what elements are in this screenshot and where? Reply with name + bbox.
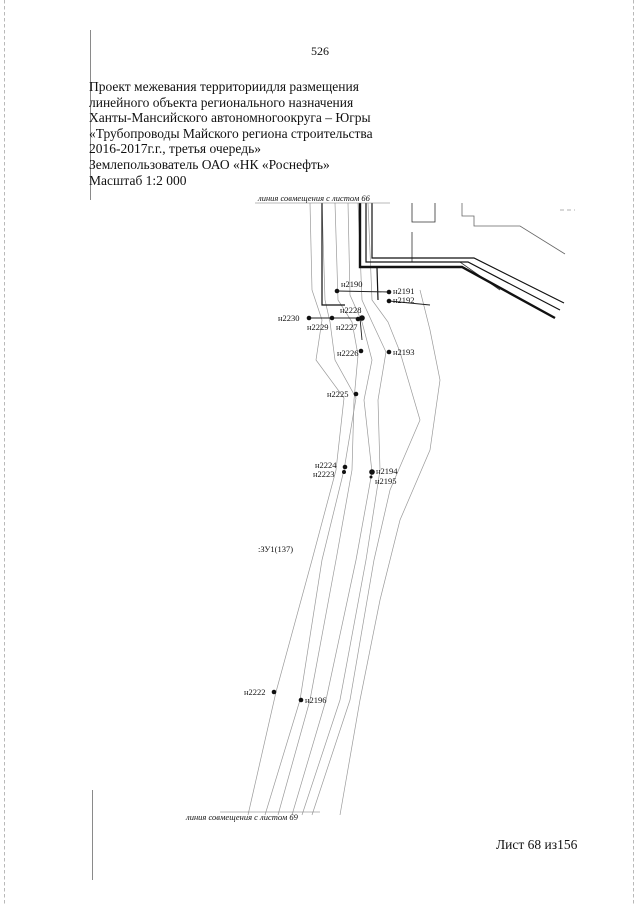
point-н2223-label: н2223: [313, 469, 335, 479]
point-н2196-marker: [298, 697, 304, 703]
point-н2228-label: н2228: [340, 305, 362, 315]
point-н2225-marker: [353, 391, 359, 397]
survey-points: н2190 н2191 н2192 н2228 н2230 н2229 н222…: [244, 279, 415, 705]
title-line: 2016-2017г.г., третья очередь»: [89, 141, 261, 157]
margin-line-bottom: [92, 790, 93, 880]
point-н2226-label: н2226: [337, 348, 359, 358]
point-н2194-label: н2194: [376, 466, 398, 476]
point-н2191-marker: [386, 289, 392, 295]
point-н2230-marker: [306, 315, 312, 321]
title-line: Проект межевания территориидля размещени…: [89, 79, 359, 94]
title-line: «Трубопроводы Майского региона строитель…: [89, 125, 373, 141]
point-н2229-label: н2229: [307, 322, 329, 332]
corridor-boundaries: [247, 202, 441, 816]
scale-line: Масштаб 1:2 000: [89, 172, 187, 188]
point-н2227-label: н2227: [336, 322, 358, 332]
parcel-label: :ЗУ1(137): [258, 544, 293, 554]
building-outlines: [411, 203, 575, 291]
pipeline-lines: [321, 203, 565, 320]
point-н2192-marker: [386, 298, 392, 304]
point-н2190-label: н2190: [341, 279, 363, 289]
point-н2229-marker: [329, 315, 335, 321]
parcel-label-group: :ЗУ1(137): [258, 544, 293, 554]
link-line-top-label: линия совмещения с листом 66: [257, 193, 371, 203]
point-н2195-marker: [369, 475, 373, 479]
point-н2191-label: н2191: [393, 286, 415, 296]
point-н2196-label: н2196: [305, 695, 327, 705]
title-block: Проект межевания территориидля размещени…: [89, 79, 419, 188]
point-н2224-marker: [342, 464, 348, 470]
point-н2227-marker: [355, 316, 361, 322]
land-user-line: Землепользователь ОАО «НК «Роснефть»: [89, 156, 330, 172]
title-line: линейного объекта регионального назначен…: [89, 94, 354, 110]
point-н2228-marker: [359, 315, 365, 321]
margin-line-top: [90, 30, 91, 200]
point-н2222-label: н2222: [244, 687, 266, 697]
point-н2230-label: н2230: [278, 313, 300, 323]
sheet-number: Лист 68 из156: [496, 837, 578, 852]
left-edge-border: [4, 0, 5, 905]
link-line-bottom-label: линия совмещения с листом 69: [185, 812, 299, 822]
point-н2223-marker: [342, 470, 346, 474]
title-line: Ханты-Мансийского автономногоокруга – Юг…: [89, 110, 371, 126]
point-н2193-marker: [386, 349, 392, 355]
point-н2225-label: н2225: [327, 389, 349, 399]
right-edge-border: [633, 0, 634, 905]
point-н2193-label: н2193: [393, 347, 415, 357]
parcel-boundary: [309, 290, 431, 341]
page-number: 526: [311, 44, 329, 58]
point-н2190-marker: [334, 288, 340, 294]
point-н2195-label: н2195: [375, 476, 397, 486]
point-н2224-label: н2224: [315, 460, 337, 470]
point-н2192-label: н2192: [393, 295, 415, 305]
point-н2222-marker: [271, 689, 277, 695]
point-н2226-marker: [358, 348, 364, 354]
point-н2194-marker: [369, 469, 375, 475]
